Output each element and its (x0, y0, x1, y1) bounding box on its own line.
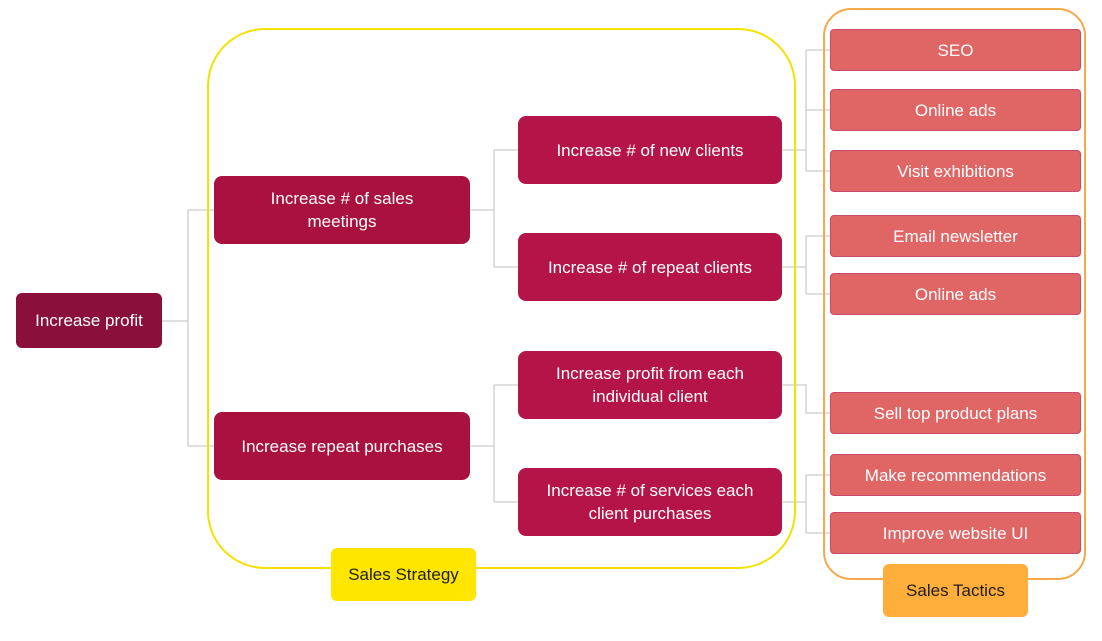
tactic-node-seo[interactable]: SEO (830, 29, 1081, 71)
tactic-node-label: Improve website UI (882, 523, 1029, 543)
tactic-node-label: Visit exhibitions (897, 161, 1014, 181)
root-node[interactable]: Increase profit (16, 293, 162, 348)
strategy-node-label: Increase # of new clients (556, 140, 744, 160)
sales-strategy-label: Sales Strategy (331, 548, 476, 601)
connector-l1b-to-l2 (470, 384, 518, 503)
tactic-node-visit-exhibitions[interactable]: Visit exhibitions (830, 150, 1081, 192)
strategy-node-label: Increase # of services each client purch… (546, 481, 754, 523)
sales-tactics-label: Sales Tactics (883, 564, 1028, 617)
strategy-node-label: Increase profit from each individual cli… (555, 364, 745, 406)
tactic-node-online-ads-2[interactable]: Online ads (830, 273, 1081, 315)
strategy-node-label: Increase repeat purchases (241, 436, 443, 456)
tactic-node-sell-top-plans[interactable]: Sell top product plans (830, 392, 1081, 434)
tactic-node-label: Online ads (914, 284, 997, 304)
tactic-node-label: Online ads (914, 100, 997, 120)
strategy-node-profit-each-client[interactable]: Increase profit from each individual cli… (518, 351, 782, 419)
tactic-node-label: Sell top product plans (873, 403, 1038, 423)
strategy-node-repeat-purchases[interactable]: Increase repeat purchases (214, 412, 470, 480)
tactic-node-label: Make recommendations (864, 465, 1047, 485)
tactic-node-label: Email newsletter (893, 226, 1018, 246)
root-node-label: Increase profit (35, 311, 143, 330)
connector-l1a-to-l2 (470, 149, 518, 268)
tactic-node-online-ads[interactable]: Online ads (830, 89, 1081, 131)
strategy-node-sales-meetings[interactable]: Increase # of sales meetings (214, 176, 470, 244)
tactic-node-make-recommendations[interactable]: Make recommendations (830, 454, 1081, 496)
strategy-node-label: Increase # of sales meetings (270, 189, 414, 231)
sales-strategy-frame (207, 28, 796, 569)
tactic-node-improve-website-ui[interactable]: Improve website UI (830, 512, 1081, 554)
strategy-node-repeat-clients[interactable]: Increase # of repeat clients (518, 233, 782, 301)
strategy-node-new-clients[interactable]: Increase # of new clients (518, 116, 782, 184)
strategy-node-label: Increase # of repeat clients (547, 257, 753, 277)
strategy-node-services-each-client[interactable]: Increase # of services each client purch… (518, 468, 782, 536)
connector-root-to-l1 (162, 209, 214, 447)
tactic-node-label: SEO (937, 40, 974, 60)
tactic-node-email-newsletter[interactable]: Email newsletter (830, 215, 1081, 257)
